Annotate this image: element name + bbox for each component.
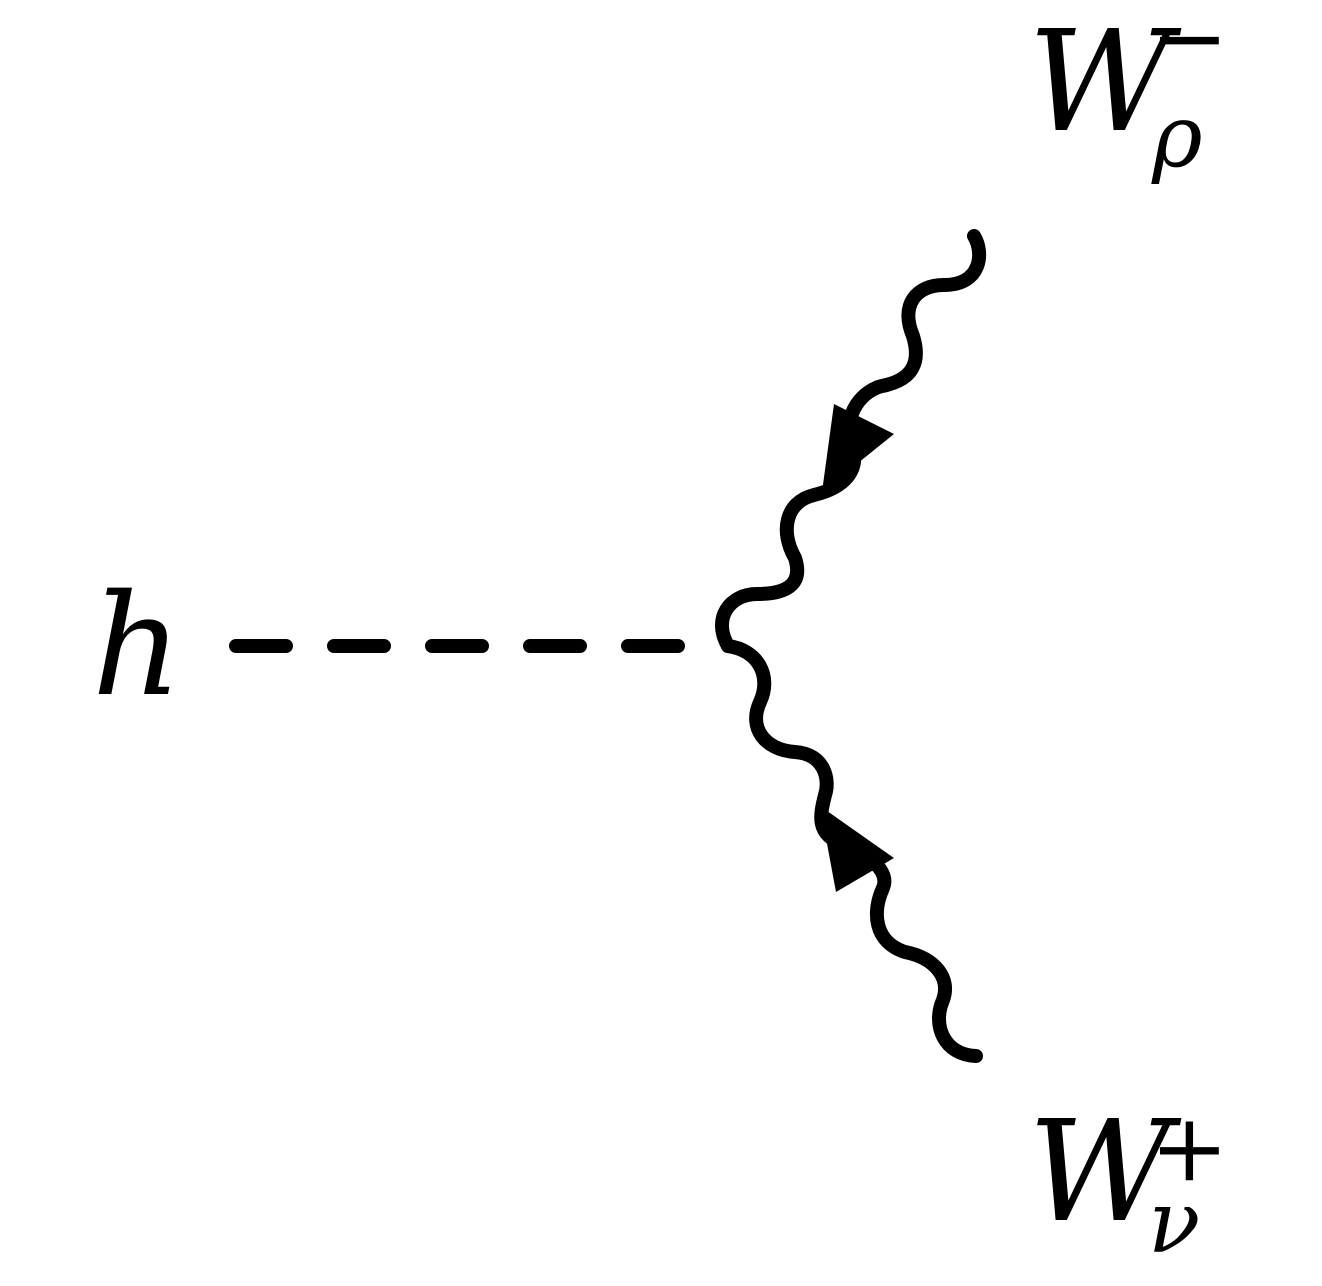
w-minus-arrow — [822, 404, 894, 492]
w-plus-arrow — [820, 806, 894, 892]
w-minus-superscript: − — [1150, 0, 1229, 93]
w-minus-label: W — [1028, 1, 1182, 164]
w-minus-subscript: ρ — [1151, 87, 1203, 187]
w-plus-label: W — [1028, 1091, 1182, 1254]
w-plus-superscript: + — [1150, 1094, 1229, 1203]
w-plus-subscript: ν — [1148, 1173, 1200, 1273]
higgs-label: h — [92, 565, 182, 728]
